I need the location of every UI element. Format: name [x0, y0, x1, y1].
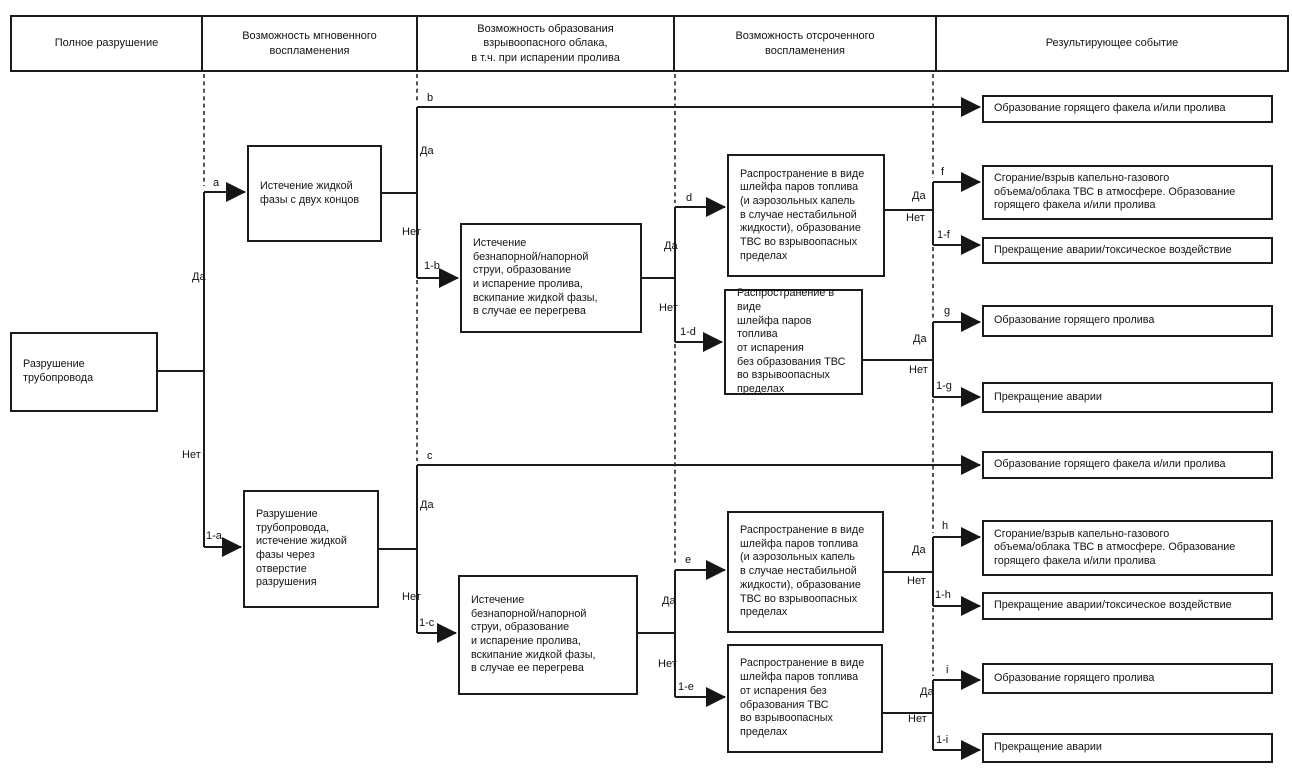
label-branch-1d: 1-d: [680, 326, 696, 338]
label-no-j3: Нет: [659, 302, 678, 314]
label-no-j1: Нет: [182, 449, 201, 461]
label-yes-j2: Да: [420, 145, 434, 157]
result-burning-spill-1: Образование горящего пролива: [982, 305, 1273, 337]
node-rupture-outflow-through-hole: Разрушение трубопровода, истечение жидко…: [243, 490, 379, 608]
node-jet-outflow-spill-evaporation-bottom: Истечение безнапорной/напорной струи, об…: [458, 575, 638, 695]
label-no-j9: Нет: [908, 713, 927, 725]
label-yes-j3: Да: [664, 240, 678, 252]
label-no-j4: Нет: [906, 212, 925, 224]
label-branch-1b: 1-b: [424, 260, 440, 272]
label-branch-b: b: [427, 92, 434, 104]
result-burning-spill-2: Образование горящего пролива: [982, 663, 1273, 694]
label-no-j7: Нет: [658, 658, 677, 670]
result-combustion-explosion-2: Сгорание/взрыв капельно-газового объема/…: [982, 520, 1273, 576]
label-branch-f: f: [941, 166, 945, 178]
result-burning-torch-spill-1: Образование горящего факела и/или пролив…: [982, 95, 1273, 123]
label-branch-c: c: [427, 450, 433, 462]
node-vapor-plume-with-tvs-top: Распространение в виде шлейфа паров топл…: [727, 154, 885, 277]
result-accident-end-toxic-1: Прекращение аварии/токсическое воздейств…: [982, 237, 1273, 264]
label-branch-h: h: [942, 520, 949, 532]
node-vapor-plume-without-tvs-top: Распространение в виде шлейфа паров топл…: [724, 287, 863, 395]
label-branch-1i: 1-i: [936, 734, 949, 746]
label-yes-j6: Да: [420, 499, 434, 511]
label-branch-1g: 1-g: [936, 380, 952, 392]
header-col-instant-ignition: Возможность мгновенного воспламенения: [201, 15, 418, 72]
header-col-resulting-event: Результирующее событие: [935, 15, 1289, 72]
label-branch-1c: 1-c: [419, 617, 435, 629]
header-col-full-rupture: Полное разрушение: [10, 15, 203, 72]
label-branch-1h: 1-h: [935, 589, 951, 601]
node-pipeline-rupture: Разрушение трубопровода: [10, 332, 158, 412]
header-col-explosive-cloud: Возможность образования взрывоопасного о…: [416, 15, 675, 72]
label-no-j2: Нет: [402, 226, 421, 238]
label-branch-1f: 1-f: [937, 229, 950, 241]
result-burning-torch-spill-2: Образование горящего факела и/или пролив…: [982, 451, 1273, 479]
node-vapor-plume-without-tvs-bottom: Распространение в виде шлейфа паров топл…: [727, 644, 883, 753]
label-no-j5: Нет: [909, 364, 928, 376]
result-accident-end-2: Прекращение аварии: [982, 733, 1273, 763]
result-accident-end-toxic-2: Прекращение аварии/токсическое воздейств…: [982, 592, 1273, 620]
label-branch-i: i: [946, 664, 949, 676]
result-accident-end-1: Прекращение аварии: [982, 382, 1273, 413]
label-branch-1a: 1-a: [206, 530, 222, 542]
label-no-j6: Нет: [402, 591, 421, 603]
label-yes-j5: Да: [913, 333, 927, 345]
header-col-delayed-ignition: Возможность отсроченного воспламенения: [673, 15, 937, 72]
node-vapor-plume-with-tvs-bottom: Распространение в виде шлейфа паров топл…: [727, 511, 884, 633]
label-yes-j7: Да: [662, 595, 676, 607]
label-branch-1e: 1-e: [678, 681, 694, 693]
label-branch-e: e: [685, 554, 692, 566]
label-branch-a: a: [213, 177, 220, 189]
label-yes-j9: Да: [920, 686, 934, 698]
label-yes-j8: Да: [912, 544, 926, 556]
result-combustion-explosion-1: Сгорание/взрыв капельно-газового объема/…: [982, 165, 1273, 220]
label-branch-d: d: [686, 192, 693, 204]
node-liquid-phase-outflow-both-ends: Истечение жидкой фазы с двух концов: [247, 145, 382, 242]
node-jet-outflow-spill-evaporation-top: Истечение безнапорной/напорной струи, об…: [460, 223, 642, 333]
label-branch-g: g: [944, 305, 951, 317]
label-yes-j1: Да: [192, 271, 206, 283]
label-no-j8: Нет: [907, 575, 926, 587]
label-yes-j4: Да: [912, 190, 926, 202]
